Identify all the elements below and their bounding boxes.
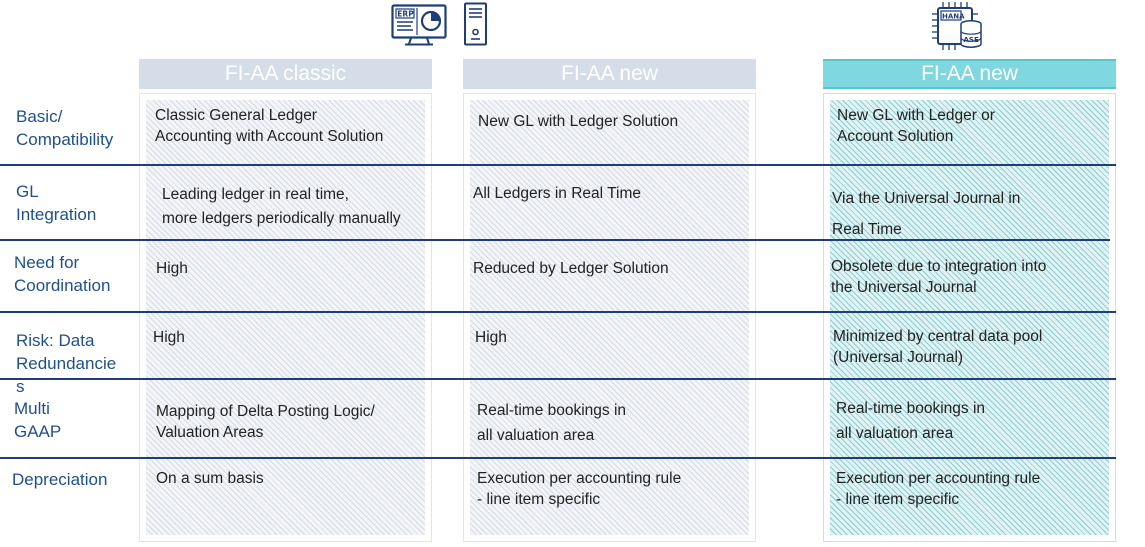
cell-depreciation-new-hana: Execution per accounting rule - line ite… xyxy=(836,470,1041,508)
row-divider xyxy=(0,378,1116,380)
column-header-new-hana: FI-AA new xyxy=(823,59,1116,89)
row-divider xyxy=(0,239,1110,241)
hana-ase-chip-icon: HANA ASE xyxy=(930,0,986,54)
cell-depreciation-classic: On a sum basis xyxy=(156,470,264,487)
cell-gaap-new-hana: Real-time bookings in all valuation area xyxy=(836,400,986,442)
cell-risk-new-hana: Minimized by central data pool (Universa… xyxy=(833,328,1043,366)
row-label-basic-compatibility: Basic/ Compatibility xyxy=(16,107,114,149)
cell-coordination-new: Reduced by Ledger Solution xyxy=(473,260,669,277)
column-panel-new-hana xyxy=(823,93,1116,542)
row-divider xyxy=(0,311,1116,313)
row-divider xyxy=(0,164,1116,166)
cell-risk-classic: High xyxy=(153,329,185,346)
svg-text:HANA: HANA xyxy=(942,13,965,21)
cell-depreciation-new: Execution per accounting rule - line ite… xyxy=(477,470,682,508)
row-label-need-for-coordination: Need for Coordination xyxy=(14,253,111,295)
row-divider xyxy=(0,457,1116,459)
cell-gl-new-hana: Via the Universal Journal in Real Time xyxy=(832,190,1021,238)
row-label-multi-gaap: Multi GAAP xyxy=(14,399,62,441)
cell-basic-new-hana: New GL with Ledger or Account Solution xyxy=(837,107,995,145)
cell-basic-classic: Classic General Ledger Accounting with A… xyxy=(155,107,384,145)
cell-gaap-classic: Mapping of Delta Posting Logic/ Valuatio… xyxy=(156,403,375,441)
cell-gl-new: All Ledgers in Real Time xyxy=(473,185,641,202)
column-header-new: FI-AA new xyxy=(463,59,756,89)
column-panel-classic xyxy=(139,93,432,542)
column-header-classic: FI-AA classic xyxy=(139,59,432,89)
erp-monitor-icon: ERP xyxy=(391,4,447,46)
cell-coordination-new-hana: Obsolete due to integration into the Uni… xyxy=(831,258,1047,296)
svg-text:ERP: ERP xyxy=(397,9,414,18)
cell-risk-new: High xyxy=(475,329,507,346)
cell-gaap-new: Real-time bookings in all valuation area xyxy=(477,402,627,444)
cell-coordination-classic: High xyxy=(156,260,188,277)
row-label-depreciation: Depreciation xyxy=(12,470,108,489)
svg-text:ASE: ASE xyxy=(964,36,979,44)
cell-gl-classic: Leading ledger in real time, more ledger… xyxy=(162,186,401,227)
column-panel-new xyxy=(463,93,756,542)
row-label-risk-data-redundancies: Risk: Data Redundancie s xyxy=(16,331,117,396)
row-label-gl-integration: GL Integration xyxy=(16,182,97,224)
server-tower-icon xyxy=(463,2,489,46)
cell-basic-new: New GL with Ledger Solution xyxy=(478,113,679,130)
